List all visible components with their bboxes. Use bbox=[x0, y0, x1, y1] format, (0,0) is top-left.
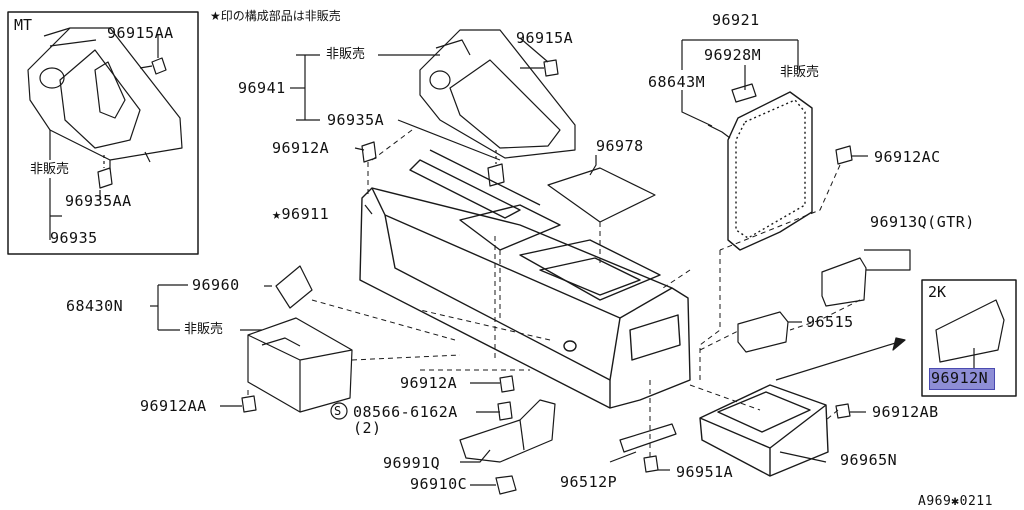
label-96912AB: 96912AB bbox=[872, 403, 939, 421]
label-96912N: 96912N bbox=[931, 369, 989, 387]
label-96991Q: 96991Q bbox=[383, 454, 441, 472]
label-mt-hihanbai: 非販売 bbox=[30, 162, 70, 177]
screw-96912a-top-drawing bbox=[361, 141, 377, 163]
label-68643M: 68643M bbox=[648, 73, 706, 91]
lid-pad-drawing bbox=[547, 167, 656, 223]
mt-inset-frame bbox=[7, 11, 199, 255]
ashtray-box-drawing bbox=[247, 317, 353, 413]
label-hihanbai-left: 非販売 bbox=[184, 322, 224, 337]
screw-96912ac-drawing bbox=[835, 145, 853, 165]
label-96935: 96935 bbox=[50, 229, 98, 247]
label-hihanbai-arm: 非販売 bbox=[780, 65, 820, 80]
screw-96912a-mid-drawing bbox=[499, 375, 515, 393]
label-96935AA: 96935AA bbox=[65, 192, 132, 210]
mt-clip-drawing bbox=[97, 155, 113, 189]
highlight-96912n bbox=[929, 368, 995, 390]
label-96935A: 96935A bbox=[327, 111, 385, 129]
twok-lid-drawing bbox=[935, 299, 1005, 363]
armrest-drawing bbox=[727, 91, 813, 251]
bracket-96991q-drawing bbox=[459, 399, 556, 463]
mt-shifter-trim-drawing bbox=[27, 27, 183, 170]
twok-inset-title: 2K bbox=[928, 283, 947, 301]
label-96965N: 96965N bbox=[840, 451, 898, 469]
label-96912AA: 96912AA bbox=[140, 397, 207, 415]
label-96915AA: 96915AA bbox=[107, 24, 174, 42]
cap-96913q-drawing bbox=[821, 257, 867, 307]
label-96512P: 96512P bbox=[560, 473, 618, 491]
label-96928M: 96928M bbox=[704, 46, 762, 64]
screw-96912aa-drawing bbox=[241, 395, 257, 413]
tray-96965n-drawing bbox=[699, 384, 829, 477]
label-96960: 96960 bbox=[192, 276, 240, 294]
label-96978: 96978 bbox=[596, 137, 644, 155]
s-circle-mark bbox=[330, 402, 348, 420]
label-96912AC: 96912AC bbox=[874, 148, 941, 166]
label-96915A: 96915A bbox=[516, 29, 574, 47]
label-96912A-top: 96912A bbox=[272, 139, 330, 157]
figure-id: A969✱0211 bbox=[918, 494, 993, 509]
label-96515: 96515 bbox=[806, 313, 854, 331]
label-96911: ★96911 bbox=[272, 205, 330, 223]
header-note: ★印の構成部品は非販売 bbox=[210, 9, 341, 23]
label-08566-qty: (2) bbox=[353, 419, 382, 437]
screw-96951a-drawing bbox=[643, 455, 659, 473]
twok-inset-frame bbox=[921, 279, 1017, 397]
screw-96912ab-drawing bbox=[835, 403, 851, 419]
label-68430N: 68430N bbox=[66, 297, 124, 315]
hinge-drawing bbox=[731, 83, 757, 103]
part-96515-drawing bbox=[737, 311, 789, 353]
top-screw-drawing bbox=[520, 59, 559, 77]
s-mark: S bbox=[334, 404, 342, 418]
lid-96960-drawing bbox=[275, 265, 313, 309]
nut-96910c-drawing bbox=[495, 475, 517, 495]
mt-screw-drawing bbox=[139, 57, 167, 75]
label-96913Q: 96913Q(GTR) bbox=[870, 213, 975, 231]
label-96912A-mid: 96912A bbox=[400, 374, 458, 392]
label-96910C: 96910C bbox=[410, 475, 468, 493]
mt-inset-title: MT bbox=[14, 16, 33, 34]
center-console-drawing bbox=[359, 149, 691, 409]
label-hihanbai-top: 非販売 bbox=[326, 47, 366, 62]
screw-08566-drawing bbox=[497, 401, 513, 421]
top-clip-drawing bbox=[487, 150, 505, 187]
bracket-96512p-drawing bbox=[619, 423, 677, 453]
label-08566-6162A: 08566-6162A bbox=[353, 403, 458, 421]
label-96941: 96941 bbox=[238, 79, 286, 97]
shift-trim-drawing bbox=[419, 29, 576, 159]
label-96951A: 96951A bbox=[676, 463, 734, 481]
label-96921: 96921 bbox=[712, 11, 760, 29]
